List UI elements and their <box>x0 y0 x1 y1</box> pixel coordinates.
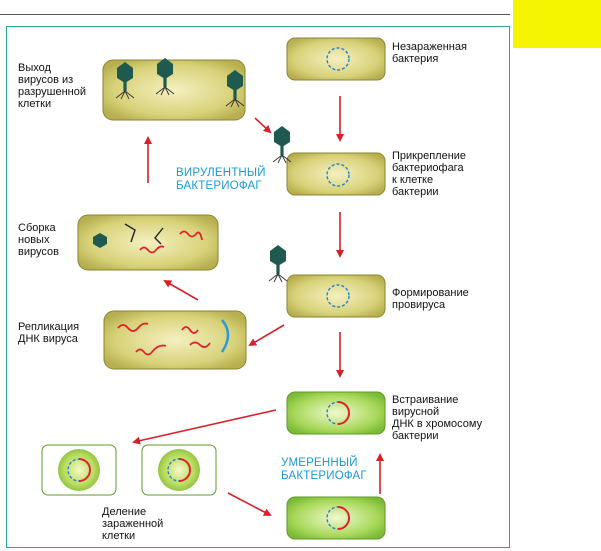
integrated-dna <box>337 401 350 425</box>
label-provirus: Формирование провируса <box>392 287 469 311</box>
corner-highlight <box>513 0 601 48</box>
label-assembly: Сборка новых вирусов <box>18 222 59 258</box>
label-replication: Репликация ДНК вируса <box>18 321 80 345</box>
viral-dna <box>189 341 211 348</box>
phage-tail-fragment <box>154 227 164 245</box>
arrow-release-to-attachment <box>254 117 272 134</box>
cell-division-result <box>286 496 386 540</box>
viral-dna <box>139 245 165 254</box>
title-temperate: УМЕРЕННЫЙ БАКТЕРИОФАГ <box>281 457 367 482</box>
phage-icon <box>93 233 107 248</box>
label-release: Выход вирусов из разрушенной клетки <box>18 62 87 110</box>
arrow-integration-to-division <box>132 409 277 445</box>
viral-dna <box>179 230 203 241</box>
cell-provirus <box>286 274 386 318</box>
header-rule <box>0 14 510 15</box>
chromosome-ring <box>326 163 350 187</box>
daughter-cell-body <box>58 449 100 491</box>
diagram-frame <box>6 26 510 548</box>
cell-release <box>102 59 246 121</box>
viral-dna <box>117 322 149 332</box>
viral-dna <box>135 344 167 356</box>
label-attachment: Прикрепление бактериофага к клетке бакте… <box>392 150 467 198</box>
chromosome-ring <box>326 47 350 71</box>
cell-integration <box>286 391 386 435</box>
phage-tail-fragment <box>124 223 136 243</box>
label-uninfected: Незараженная бактерия <box>392 41 467 65</box>
integrated-dna <box>337 506 350 530</box>
label-integration: Встраивание вирусной ДНК в хромосому бак… <box>392 394 483 442</box>
daughter-cell-body <box>158 449 200 491</box>
arrow-replication-to-assembly <box>163 280 199 301</box>
phage-icon <box>268 244 288 283</box>
integrated-dna <box>178 458 191 482</box>
cell-assembly <box>77 214 219 271</box>
chromosome-ring <box>326 284 350 308</box>
cell-attachment <box>286 152 386 196</box>
label-division: Деление зараженной клетки <box>102 506 164 542</box>
cell-uninfected <box>286 37 386 81</box>
cell-replication <box>103 310 247 370</box>
integrated-dna <box>78 458 91 482</box>
arrow-division-to-daughter <box>227 492 272 516</box>
host-chromosome-fragment <box>220 319 230 353</box>
viral-dna <box>181 326 199 334</box>
title-virulent: ВИРУЛЕНТНЫЙ БАКТЕРИОФАГ <box>176 167 266 192</box>
arrow-provirus-to-replication <box>248 324 285 347</box>
